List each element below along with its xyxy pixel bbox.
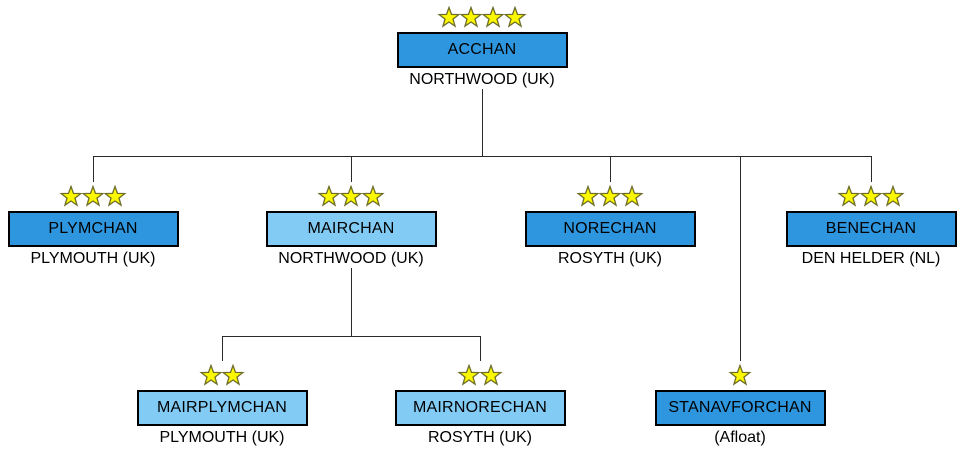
star-icon	[103, 185, 127, 207]
star-icon	[728, 364, 752, 386]
org-node-norechan: NORECHAN ROSYTH (UK)	[500, 185, 720, 268]
star-icon	[481, 6, 505, 28]
command-label: BENECHAN	[825, 220, 917, 237]
location-caption: ROSYTH (UK)	[428, 429, 532, 446]
command-box: MAIRCHAN	[265, 211, 437, 247]
star-icon	[479, 364, 503, 386]
command-box: BENECHAN	[785, 211, 957, 247]
star-icon	[457, 364, 481, 386]
connector-line	[740, 156, 741, 361]
location-caption: NORTHWOOD (UK)	[409, 71, 555, 88]
org-node-plymchan: PLYMCHAN PLYMOUTH (UK)	[0, 185, 203, 268]
star-rank	[59, 185, 127, 207]
star-rank	[199, 364, 245, 386]
location-caption: PLYMOUTH (UK)	[30, 250, 156, 267]
command-label: MAIRNORECHAN	[413, 399, 547, 416]
star-rank	[457, 364, 503, 386]
command-box: ACCHAN	[396, 32, 568, 68]
star-icon	[598, 185, 622, 207]
star-icon	[881, 185, 905, 207]
connector-line	[871, 156, 872, 182]
location-caption: DEN HELDER (NL)	[801, 250, 941, 267]
star-icon	[361, 185, 385, 207]
star-icon	[339, 185, 363, 207]
star-icon	[459, 6, 483, 28]
star-icon	[503, 6, 527, 28]
location-caption: NORTHWOOD (UK)	[278, 250, 424, 267]
connector-line	[93, 156, 94, 182]
command-box: MAIRPLYMCHAN	[136, 390, 308, 426]
command-label: MAIRPLYMCHAN	[156, 399, 288, 416]
org-node-mairplymchan: MAIRPLYMCHAN PLYMOUTH (UK)	[112, 364, 332, 447]
org-node-benechan: BENECHAN DEN HELDER (NL)	[761, 185, 960, 268]
star-icon	[199, 364, 223, 386]
star-rank	[576, 185, 644, 207]
star-icon	[59, 185, 83, 207]
star-rank	[728, 364, 752, 386]
star-icon	[859, 185, 883, 207]
star-rank	[837, 185, 905, 207]
command-label: MAIRCHAN	[307, 220, 395, 237]
command-box: NORECHAN	[524, 211, 696, 247]
command-box: MAIRNORECHAN	[394, 390, 566, 426]
connector-line	[482, 89, 483, 156]
star-icon	[221, 364, 245, 386]
star-icon	[576, 185, 600, 207]
command-label: NORECHAN	[563, 220, 657, 237]
location-caption: (Afloat)	[714, 429, 766, 446]
location-caption: ROSYTH (UK)	[558, 250, 662, 267]
org-node-stanavforchan: STANAVFORCHAN (Afloat)	[630, 364, 850, 447]
connector-line	[351, 268, 352, 336]
command-box: STANAVFORCHAN	[654, 390, 826, 426]
connector-line	[222, 336, 223, 361]
connector-line	[351, 156, 352, 182]
org-node-acchan: ACCHAN NORTHWOOD (UK)	[372, 6, 592, 89]
org-node-mairchan: MAIRCHAN NORTHWOOD (UK)	[241, 185, 461, 268]
org-node-mairnorechan: MAIRNORECHAN ROSYTH (UK)	[370, 364, 590, 447]
command-label: PLYMCHAN	[48, 220, 138, 237]
connector-line	[480, 336, 481, 361]
connector-line	[610, 156, 611, 182]
star-icon	[620, 185, 644, 207]
command-box: PLYMCHAN	[7, 211, 179, 247]
connector-line	[93, 156, 871, 157]
star-icon	[317, 185, 341, 207]
command-label: STANAVFORCHAN	[668, 399, 812, 416]
command-label: ACCHAN	[447, 41, 517, 58]
location-caption: PLYMOUTH (UK)	[159, 429, 285, 446]
star-icon	[837, 185, 861, 207]
star-icon	[81, 185, 105, 207]
star-rank	[317, 185, 385, 207]
star-rank	[437, 6, 527, 28]
connector-line	[222, 336, 480, 337]
star-icon	[437, 6, 461, 28]
